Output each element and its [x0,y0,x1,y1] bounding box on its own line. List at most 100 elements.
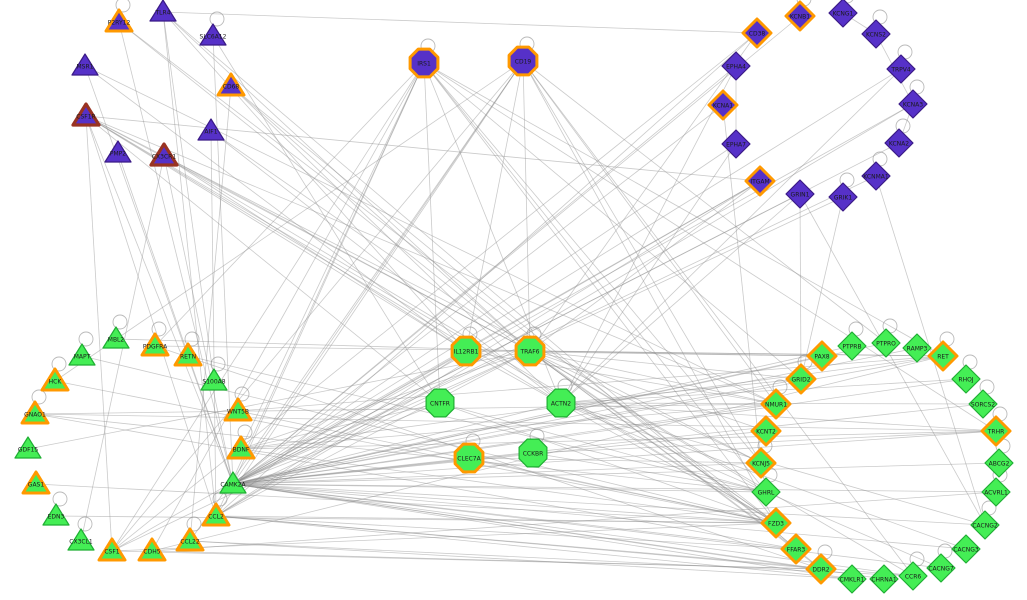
node-WNT5B[interactable] [223,397,253,422]
node-KCNA3[interactable] [898,89,928,119]
node-CACNG7[interactable] [926,553,956,583]
node-CSF1[interactable] [97,537,127,562]
node-RAMP3[interactable] [902,333,932,363]
node-KCNS2[interactable] [861,19,891,49]
node-CLEC7A[interactable] [453,442,485,474]
node-TRHR[interactable] [980,415,1012,447]
edge [85,115,467,352]
node-RET[interactable] [927,340,959,372]
node-AIF1[interactable] [197,118,225,141]
node-PTPRO[interactable] [871,328,901,358]
node-CACNG2[interactable] [970,510,1000,540]
edge [799,193,986,526]
edge [111,550,822,570]
node-KCNB1[interactable] [784,0,816,32]
node-FZD3[interactable] [760,507,792,539]
node-CHRNA1[interactable] [869,564,899,594]
node-SLC6A12[interactable] [199,23,227,46]
node-DDR2[interactable] [805,553,837,585]
edge [189,540,853,580]
edge [522,60,887,344]
edge [237,410,777,524]
node-HCK[interactable] [40,367,70,392]
node-PMP2[interactable] [104,140,132,163]
node-CNTFR[interactable] [425,388,455,418]
edge [27,350,531,450]
node-TRPV4[interactable] [886,54,916,84]
node-ACVRL1[interactable] [981,477,1011,507]
node-BDNF[interactable] [226,435,256,460]
node-GAS1[interactable] [21,470,51,495]
node-MSR1[interactable] [71,53,99,76]
edge [423,62,762,464]
self-loop-edge [184,331,200,347]
edge [465,60,524,352]
self-loop-edge [78,331,94,347]
edge [210,130,562,404]
node-KCNG1[interactable] [828,0,858,28]
edge [111,62,425,552]
edge [232,462,762,485]
node-GRIK1[interactable] [828,182,858,212]
node-S100A8[interactable] [200,368,228,391]
node-PAX8[interactable] [806,340,838,372]
node-GDF15[interactable] [14,436,42,459]
node-CDH5[interactable] [137,537,167,562]
node-CD68[interactable] [216,72,246,97]
edge [232,350,531,485]
node-P2RY12[interactable] [104,8,134,33]
node-ITGAM[interactable] [744,165,776,197]
node-IL12RB1[interactable] [450,335,482,367]
node-CCKBR[interactable] [518,438,548,468]
node-CMKLR1[interactable] [837,564,867,594]
self-loop-edge [186,516,202,532]
node-EDN3[interactable] [42,503,70,526]
node-CD19[interactable] [507,45,539,77]
edge [423,62,997,432]
edge [215,103,914,517]
node-KCNA2[interactable] [884,128,914,158]
node-CX3CR1[interactable] [149,142,179,167]
node-TRAF6[interactable] [514,335,546,367]
node-MAPT[interactable] [68,343,96,366]
node-KCNA1[interactable] [707,89,739,121]
node-CCR6[interactable] [898,561,928,591]
node-CCL22[interactable] [175,527,205,552]
edge [522,60,531,352]
node-MBL2[interactable] [102,326,130,349]
node-KCNJ5[interactable] [745,447,777,479]
node-CD38[interactable] [741,17,773,49]
node-GHRL[interactable] [751,477,781,507]
node-PTPRB[interactable] [837,331,867,361]
node-GRIN1[interactable] [785,179,815,209]
node-KCNMA1[interactable] [861,161,891,191]
node-ACTN2[interactable] [546,388,576,418]
node-CACNG3[interactable] [951,534,981,564]
node-PDGFRA[interactable] [140,332,170,357]
node-GNAO1[interactable] [20,400,50,425]
node-EPHA7[interactable] [721,129,751,159]
node-SORCS2[interactable] [968,389,998,419]
node-ABCG2[interactable] [984,448,1014,478]
edge [232,175,877,485]
edge [230,85,531,352]
node-CSF1R[interactable] [71,102,101,127]
node-CCL2[interactable] [201,502,231,527]
node-CAMK2A[interactable] [219,471,247,494]
node-TLR4[interactable] [149,0,177,22]
node-RETN[interactable] [173,342,203,367]
node-CX3CL1[interactable] [67,528,95,551]
edge [522,60,762,464]
node-FFAR3[interactable] [780,533,812,565]
self-loop-edge [112,314,128,330]
edge [232,430,767,485]
node-GRID2[interactable] [785,363,817,395]
node-IRS1[interactable] [408,47,440,79]
node-NMUR1[interactable] [760,388,792,420]
node-RHOJ[interactable] [951,364,981,394]
node-EPHA4[interactable] [721,51,751,81]
edge [529,350,767,493]
node-KCNT2[interactable] [750,415,782,447]
edge [151,550,822,570]
